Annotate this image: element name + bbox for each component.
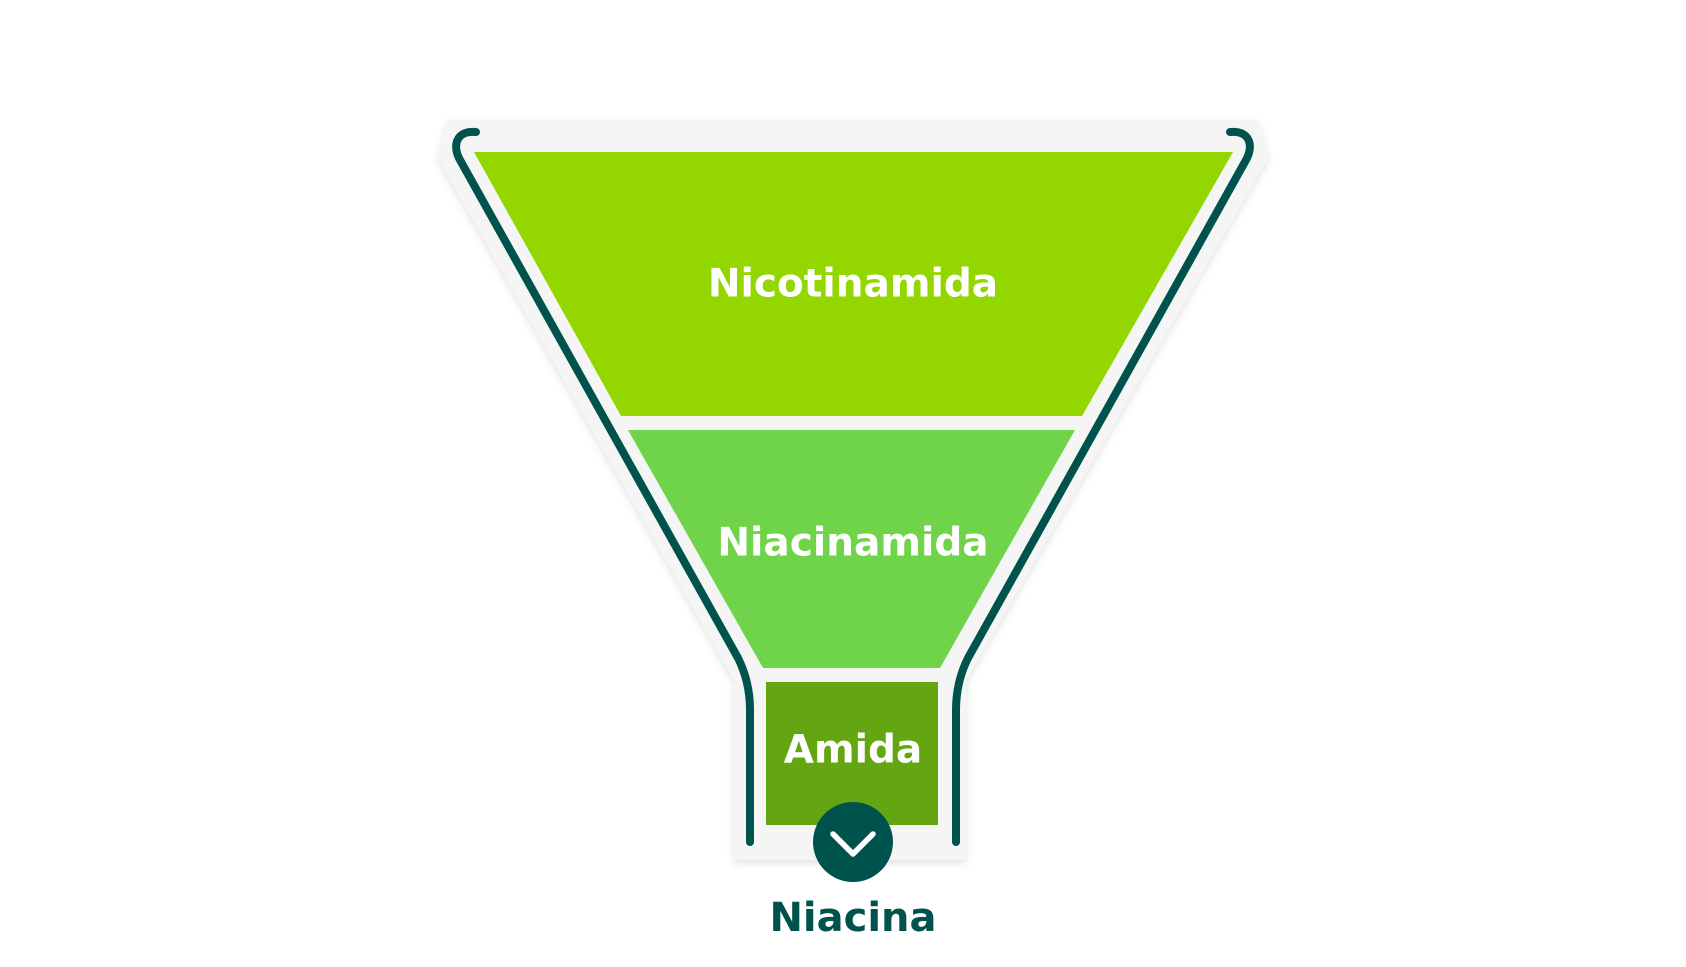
stage-nicotinamida-label: Nicotinamida <box>708 262 998 307</box>
funnel-left-wall <box>452 127 754 846</box>
stage-niacinamida-shape <box>628 430 1075 668</box>
funnel-right-wall <box>952 127 1254 846</box>
funnel-top-lip <box>448 120 1258 152</box>
output-circle <box>813 802 893 882</box>
stage-amida-shape <box>766 682 938 825</box>
stage-niacinamida-label: Niacinamida <box>717 521 988 566</box>
chevron-down-icon <box>830 831 876 857</box>
stage-amida-label: Amida <box>784 728 922 773</box>
output-label-niacina: Niacina <box>769 895 936 941</box>
stage-nicotinamida-shape <box>474 152 1233 416</box>
output-badge <box>813 802 893 882</box>
